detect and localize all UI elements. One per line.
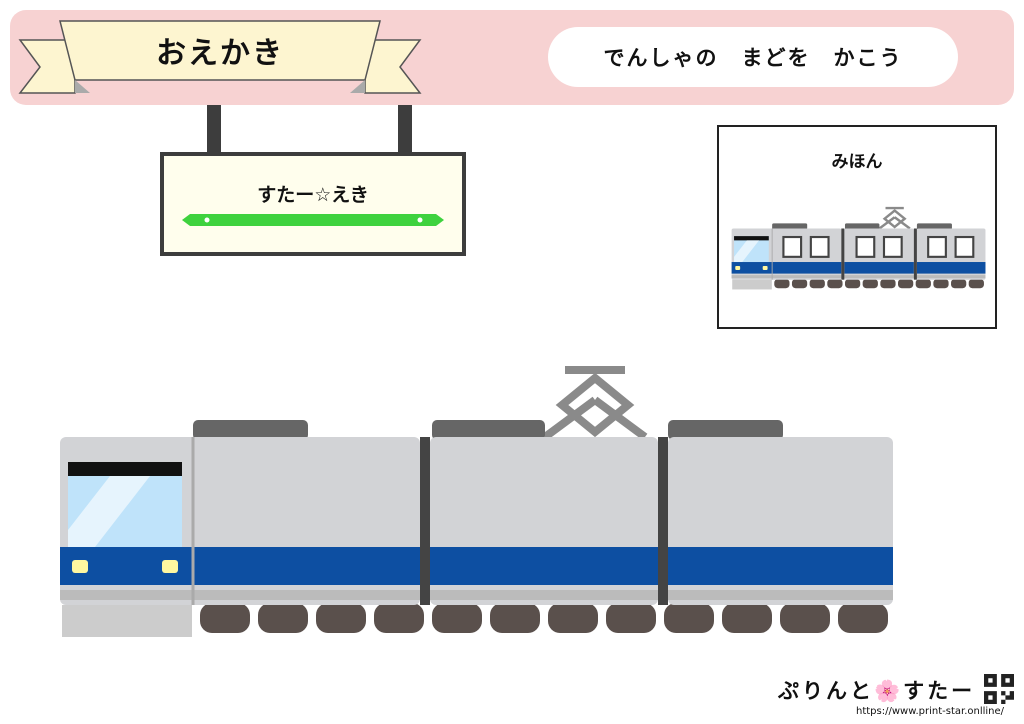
passenger-window — [809, 235, 830, 258]
title-ribbon — [18, 20, 422, 94]
wheels — [774, 279, 984, 289]
headlight — [762, 265, 768, 270]
station-sign: すたー☆えき — [160, 152, 466, 256]
roof-unit — [844, 223, 880, 230]
headlight — [72, 560, 88, 573]
headlight — [162, 560, 178, 573]
sample-train-illustration — [731, 206, 986, 290]
roof-unit — [432, 420, 545, 440]
roof-unit — [916, 223, 952, 230]
passenger-window — [954, 235, 975, 258]
pantograph — [542, 366, 648, 441]
passenger-window — [882, 235, 903, 258]
wheels — [200, 603, 888, 633]
station-name: すたー☆えき — [257, 184, 369, 206]
blue-stripe — [668, 547, 893, 585]
qr-code-icon — [984, 674, 1014, 704]
pantograph — [878, 206, 911, 230]
blue-stripe — [60, 547, 420, 585]
bottom-skirt — [732, 279, 772, 290]
sample-label: みほん — [831, 152, 883, 172]
passenger-window — [782, 235, 803, 258]
passenger-window — [927, 235, 947, 258]
blue-stripe — [916, 262, 986, 274]
roof-unit — [193, 420, 308, 440]
sample-box: みほん — [717, 125, 997, 329]
blue-stripe — [430, 547, 658, 585]
blue-stripe — [844, 262, 914, 274]
site-url: https://www.print-star.onlline/ — [856, 706, 1005, 717]
passenger-window — [855, 235, 876, 258]
instruction-text: でんしゃの まどを かこう — [548, 27, 958, 87]
page-title: おえかき — [156, 36, 284, 71]
train-illustration — [60, 366, 893, 637]
brand-logo: ぷりんと🌸すたー — [778, 679, 976, 703]
headlight — [735, 265, 741, 270]
sign-post-right — [398, 105, 412, 155]
station-line-bar — [182, 214, 444, 226]
roof-unit — [668, 420, 783, 440]
bottom-skirt — [62, 605, 192, 637]
blue-stripe — [731, 262, 842, 274]
roof-unit — [772, 223, 808, 230]
sign-post-left — [207, 105, 221, 155]
